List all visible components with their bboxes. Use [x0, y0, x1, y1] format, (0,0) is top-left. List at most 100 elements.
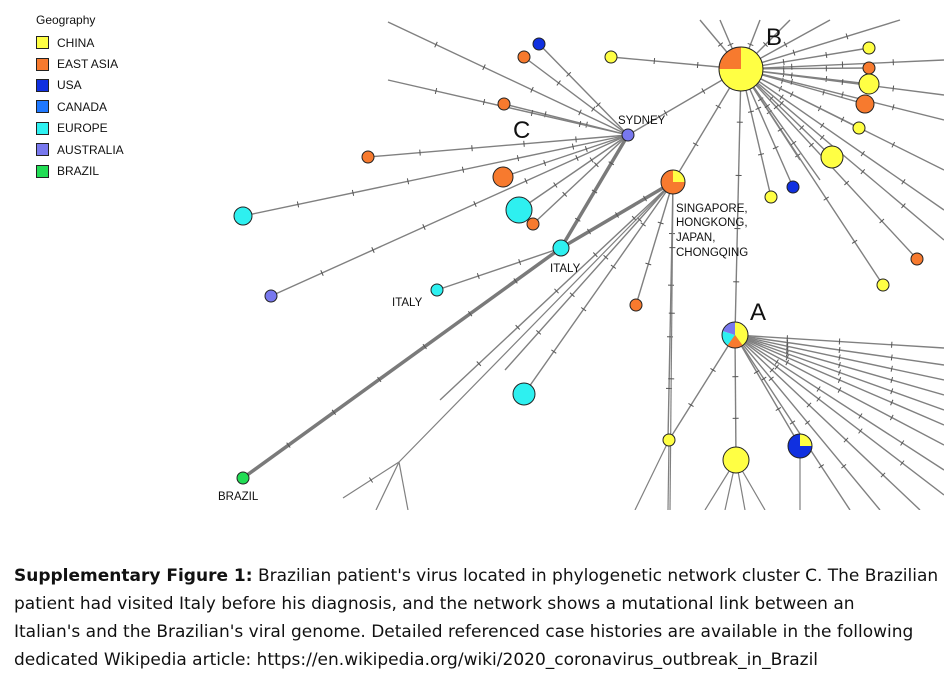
- network-edge: [734, 334, 944, 496]
- caption-line-4: dedicated Wikipedia article: https://en.…: [14, 650, 819, 670]
- mutation-tick: [783, 41, 788, 48]
- caption-bold-lead: Supplementary Figure 1:: [14, 566, 253, 586]
- mutation-tick: [286, 442, 291, 448]
- network-edge: [523, 181, 674, 395]
- mutation-tick: [653, 57, 656, 65]
- mutation-tick: [371, 247, 375, 253]
- mutation-tick: [825, 51, 828, 59]
- mutation-tick: [640, 222, 646, 227]
- mutation-tick: [476, 361, 482, 367]
- mutation-tick: [844, 180, 850, 186]
- cluster-label-c: C: [513, 117, 530, 144]
- mutation-tick: [841, 91, 844, 98]
- mutation-tick: [461, 166, 465, 173]
- mutation-tick: [777, 127, 784, 132]
- legend: Geography CHINA EAST ASIA USA CANADA EUR…: [36, 13, 124, 182]
- mutation-tick: [790, 78, 793, 85]
- mutation-tick: [763, 42, 768, 47]
- network-node: [862, 41, 876, 55]
- legend-swatch: [36, 57, 49, 71]
- mutation-tick: [473, 201, 477, 207]
- network-edge: [734, 334, 921, 510]
- mutation-tick: [840, 116, 845, 123]
- mutation-tick: [774, 364, 780, 370]
- network-node: [820, 145, 844, 169]
- mutation-tick: [523, 140, 525, 147]
- mutation-tick: [820, 122, 825, 129]
- legend-swatch: [36, 78, 49, 92]
- network-node: [910, 252, 924, 266]
- mutation-tick: [773, 104, 779, 110]
- mutation-tick: [757, 153, 765, 156]
- mutation-tick: [858, 413, 863, 419]
- network-node: [787, 433, 813, 459]
- network-edge: [504, 181, 674, 371]
- mutation-tick: [575, 155, 579, 161]
- mutation-tick: [593, 162, 599, 168]
- network-node: [430, 283, 444, 297]
- mutation-tick: [764, 103, 771, 109]
- legend-item-east-asia: EAST ASIA: [36, 53, 124, 74]
- mutation-tick: [781, 77, 784, 84]
- network-node: [236, 471, 250, 485]
- mutation-tick: [823, 196, 829, 201]
- network-node: [722, 446, 750, 474]
- label-sydney: SYDNEY: [618, 115, 666, 127]
- mutation-tick: [368, 477, 374, 483]
- cluster-label-a: A: [750, 299, 766, 326]
- mutation-tick: [789, 91, 794, 98]
- figure-caption: Supplementary Figure 1: Brazilian patien…: [14, 562, 944, 674]
- mutation-tick: [843, 437, 849, 443]
- mutation-tick: [516, 155, 520, 162]
- mutation-tick: [901, 203, 906, 209]
- network-edge: [270, 134, 629, 297]
- mutation-tick: [841, 463, 847, 469]
- mutation-tick: [879, 218, 885, 224]
- mutation-tick: [860, 168, 866, 175]
- network-node: [512, 382, 536, 406]
- network-edge: [242, 134, 629, 217]
- legend-title: Geography: [36, 13, 96, 27]
- mutation-tick: [574, 217, 581, 222]
- legend-label: CANADA: [57, 99, 108, 114]
- mutation-tick: [543, 159, 547, 167]
- mutation-tick: [585, 121, 588, 128]
- mutation-tick: [331, 409, 337, 416]
- legend-item-china: CHINA: [36, 32, 124, 53]
- mutation-tick: [772, 145, 779, 150]
- mutation-tick: [553, 182, 558, 188]
- mutation-tick: [422, 343, 427, 350]
- label-italy-hub: ITALY: [550, 263, 581, 275]
- legend-label: BRAZIL: [57, 164, 100, 179]
- legend-swatch: [36, 143, 49, 157]
- mutation-tick: [838, 354, 841, 361]
- network-node: [517, 50, 531, 64]
- network-node: [862, 61, 876, 75]
- mutation-tick: [518, 258, 522, 266]
- network-edge: [398, 181, 674, 463]
- mutation-tick: [580, 307, 587, 312]
- network-node: [505, 196, 533, 224]
- mutation-tick: [890, 388, 894, 395]
- network-edge: [667, 439, 670, 510]
- mutation-tick: [747, 42, 754, 47]
- mutation-tick: [530, 109, 534, 117]
- label-singapore-line1: SINGAPORE,: [676, 203, 748, 215]
- mutation-tick: [838, 369, 841, 376]
- network-edge: [518, 134, 629, 211]
- mutation-tick: [806, 402, 812, 408]
- network-node: [526, 217, 540, 231]
- mutation-tick: [825, 75, 828, 83]
- network-node: [660, 169, 686, 195]
- mutation-tick: [569, 292, 575, 298]
- legend-swatch: [36, 100, 49, 114]
- mutation-tick: [774, 359, 779, 365]
- mutation-tick: [747, 110, 755, 113]
- mutation-tick: [578, 109, 582, 116]
- legend-label: USA: [57, 78, 82, 93]
- network-node: [858, 73, 880, 95]
- network-node: [662, 433, 676, 447]
- legend-swatch: [36, 164, 49, 178]
- mutation-tick: [727, 42, 734, 47]
- mutation-tick: [476, 272, 480, 280]
